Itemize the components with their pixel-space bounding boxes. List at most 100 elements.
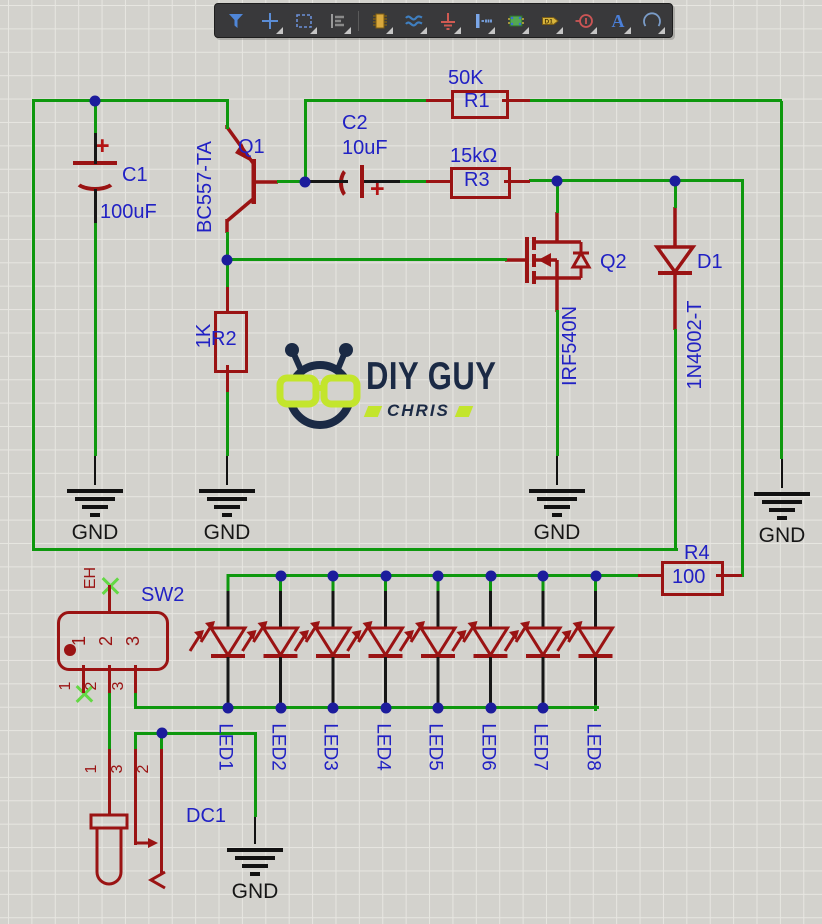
wire-segment[interactable]: [134, 732, 137, 750]
wire-segment[interactable]: [94, 101, 97, 133]
resistor-r4[interactable]: [661, 561, 724, 596]
wire-segment[interactable]: [398, 180, 452, 183]
wire-segment[interactable]: [638, 574, 664, 577]
wires-icon: [404, 14, 422, 26]
wire-segment[interactable]: [108, 585, 111, 613]
selection-box-button[interactable]: [290, 7, 317, 34]
text-mode-button[interactable]: A: [604, 7, 631, 34]
wire-segment[interactable]: [108, 665, 111, 693]
wire-segment[interactable]: [529, 179, 744, 182]
subcircuit-mode-button[interactable]: [502, 7, 529, 34]
wire-segment[interactable]: [136, 706, 599, 709]
dropdown-corner: [310, 27, 317, 34]
dropdown-corner: [488, 27, 495, 34]
led-symbol[interactable]: [556, 574, 616, 711]
wire-segment[interactable]: [134, 692, 137, 709]
c1-curved-plate: [73, 167, 117, 191]
wire-segment[interactable]: [134, 749, 137, 845]
switch-sw2[interactable]: [57, 611, 169, 671]
wire-segment[interactable]: [504, 180, 530, 183]
selection-filter-button[interactable]: [222, 7, 249, 34]
junction-dot: [156, 727, 168, 739]
wire-segment[interactable]: [741, 181, 744, 577]
wire-segment[interactable]: [94, 133, 97, 164]
wire-mode-button[interactable]: [400, 7, 427, 34]
wire-segment[interactable]: [226, 232, 229, 262]
ground-label: GND: [758, 524, 806, 547]
part-tag-mode-button[interactable]: D1: [536, 7, 563, 34]
wire-segment[interactable]: [82, 665, 85, 693]
resistor-r1[interactable]: [451, 90, 509, 119]
dc-jack-dc1[interactable]: [85, 810, 180, 900]
wire-segment[interactable]: [94, 189, 97, 223]
wire-segment[interactable]: [674, 182, 677, 208]
wire-segment[interactable]: [226, 365, 229, 392]
diode-d1[interactable]: [653, 202, 701, 334]
junction-dot: [275, 570, 287, 582]
ground-symbol[interactable]: GND: [527, 455, 587, 543]
component-mode-button[interactable]: [366, 7, 393, 34]
resistor-r3[interactable]: [450, 167, 511, 199]
dc1-pin-number: 1: [83, 764, 100, 774]
led-symbol[interactable]: [293, 574, 353, 711]
wire-segment[interactable]: [134, 665, 137, 693]
wire-segment[interactable]: [226, 261, 229, 289]
wire-segment[interactable]: [556, 310, 559, 456]
ground-symbol[interactable]: GND: [752, 458, 812, 546]
junction-dot: [537, 702, 549, 714]
junction-dot: [380, 570, 392, 582]
wire-segment[interactable]: [108, 749, 111, 816]
wire-segment[interactable]: [426, 99, 453, 102]
toolbar: D1 A: [214, 3, 673, 38]
instant-edit-button[interactable]: [256, 7, 283, 34]
wire-segment[interactable]: [364, 180, 400, 183]
wire-segment[interactable]: [304, 99, 307, 184]
sw2-pin-number: 3: [110, 681, 127, 691]
wire-segment[interactable]: [32, 99, 229, 102]
led-symbol[interactable]: [451, 574, 511, 711]
ground-symbol[interactable]: GND: [225, 814, 285, 902]
wire-segment[interactable]: [277, 180, 307, 183]
led-symbol[interactable]: [188, 574, 248, 711]
wire-segment[interactable]: [108, 692, 111, 750]
wire-segment[interactable]: [226, 287, 229, 313]
arc-mode-button[interactable]: [638, 7, 665, 34]
wire-segment[interactable]: [32, 99, 35, 551]
ic-chip-icon: [372, 13, 387, 28]
wire-segment[interactable]: [502, 99, 530, 102]
wire-segment[interactable]: [307, 180, 348, 183]
wire-segment[interactable]: [254, 732, 257, 817]
align-button[interactable]: [324, 7, 351, 34]
wire-segment[interactable]: [226, 99, 229, 129]
led-array[interactable]: [165, 565, 625, 717]
junction-dot: [89, 95, 101, 107]
junction-dot: [669, 175, 681, 187]
wire-segment[interactable]: [160, 749, 163, 874]
wire-segment[interactable]: [226, 390, 229, 456]
led-symbol[interactable]: [346, 574, 406, 711]
led-symbol[interactable]: [398, 574, 458, 711]
generator-mode-button[interactable]: [570, 7, 597, 34]
terminal-mode-button[interactable]: [434, 7, 461, 34]
wire-segment[interactable]: [780, 101, 783, 459]
wire-segment[interactable]: [529, 99, 782, 102]
mosfet-q2[interactable]: [500, 210, 600, 320]
led-symbol[interactable]: [241, 574, 301, 711]
wire-segment[interactable]: [556, 182, 559, 213]
led-symbol[interactable]: [503, 574, 563, 711]
logo-subtitle: CHRIS: [387, 401, 450, 420]
ground-symbol[interactable]: GND: [197, 455, 257, 543]
wire-segment[interactable]: [716, 574, 742, 577]
wire-segment[interactable]: [674, 329, 677, 550]
ground-symbol[interactable]: GND: [65, 455, 125, 543]
wire-segment[interactable]: [426, 180, 453, 183]
wire-segment[interactable]: [134, 732, 257, 735]
wire-segment[interactable]: [94, 222, 97, 456]
resistor-r2[interactable]: [214, 311, 248, 373]
wire-segment[interactable]: [226, 258, 507, 261]
wire-segment[interactable]: [304, 99, 428, 102]
wire-segment[interactable]: [32, 548, 678, 551]
wire-segment[interactable]: [160, 732, 163, 750]
pin-mode-button[interactable]: [468, 7, 495, 34]
